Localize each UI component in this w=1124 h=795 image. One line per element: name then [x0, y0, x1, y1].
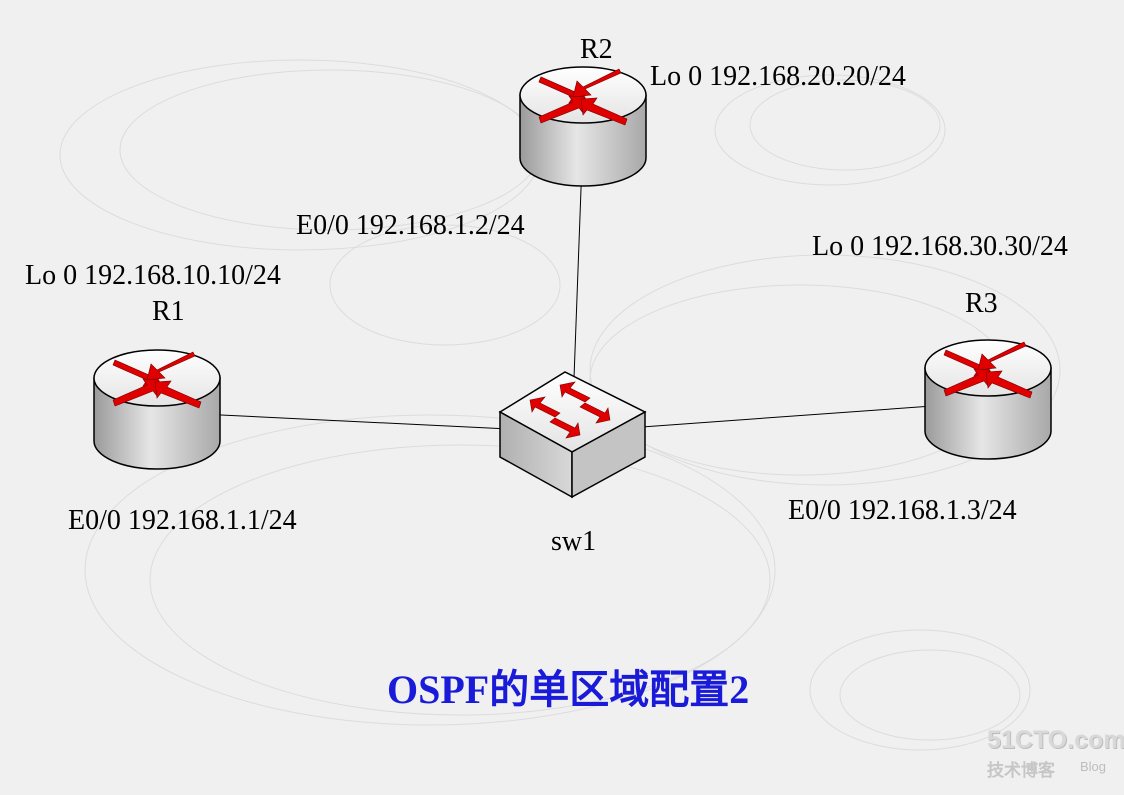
- router-r2-icon[interactable]: [519, 66, 647, 187]
- switch-sw1-name: sw1: [551, 526, 597, 557]
- router-r1-icon[interactable]: [93, 349, 221, 470]
- router-r2-interface: E0/0 192.168.1.2/24: [296, 210, 525, 241]
- router-r3-name: R3: [965, 288, 998, 319]
- router-r3-interface: E0/0 192.168.1.3/24: [788, 495, 1017, 526]
- router-r2-name: R2: [580, 34, 613, 65]
- router-r1-interface: E0/0 192.168.1.1/24: [68, 505, 297, 536]
- watermark-tagline: 技术博客: [987, 761, 1055, 780]
- router-r3-loopback: Lo 0 192.168.30.30/24: [812, 231, 1068, 262]
- watermark-blog: Blog: [1080, 759, 1107, 774]
- switch-sw1-icon[interactable]: [498, 371, 647, 499]
- router-r1-loopback: Lo 0 192.168.10.10/24: [25, 260, 281, 291]
- router-r1-name: R1: [152, 296, 185, 327]
- router-r2-loopback: Lo 0 192.168.20.20/24: [650, 61, 906, 92]
- background-swirls: [59, 59, 1061, 751]
- watermark-site: 51CTO.com: [987, 726, 1124, 754]
- diagram-title: OSPF的单区域配置2: [387, 667, 750, 712]
- router-r3-icon[interactable]: [924, 339, 1052, 460]
